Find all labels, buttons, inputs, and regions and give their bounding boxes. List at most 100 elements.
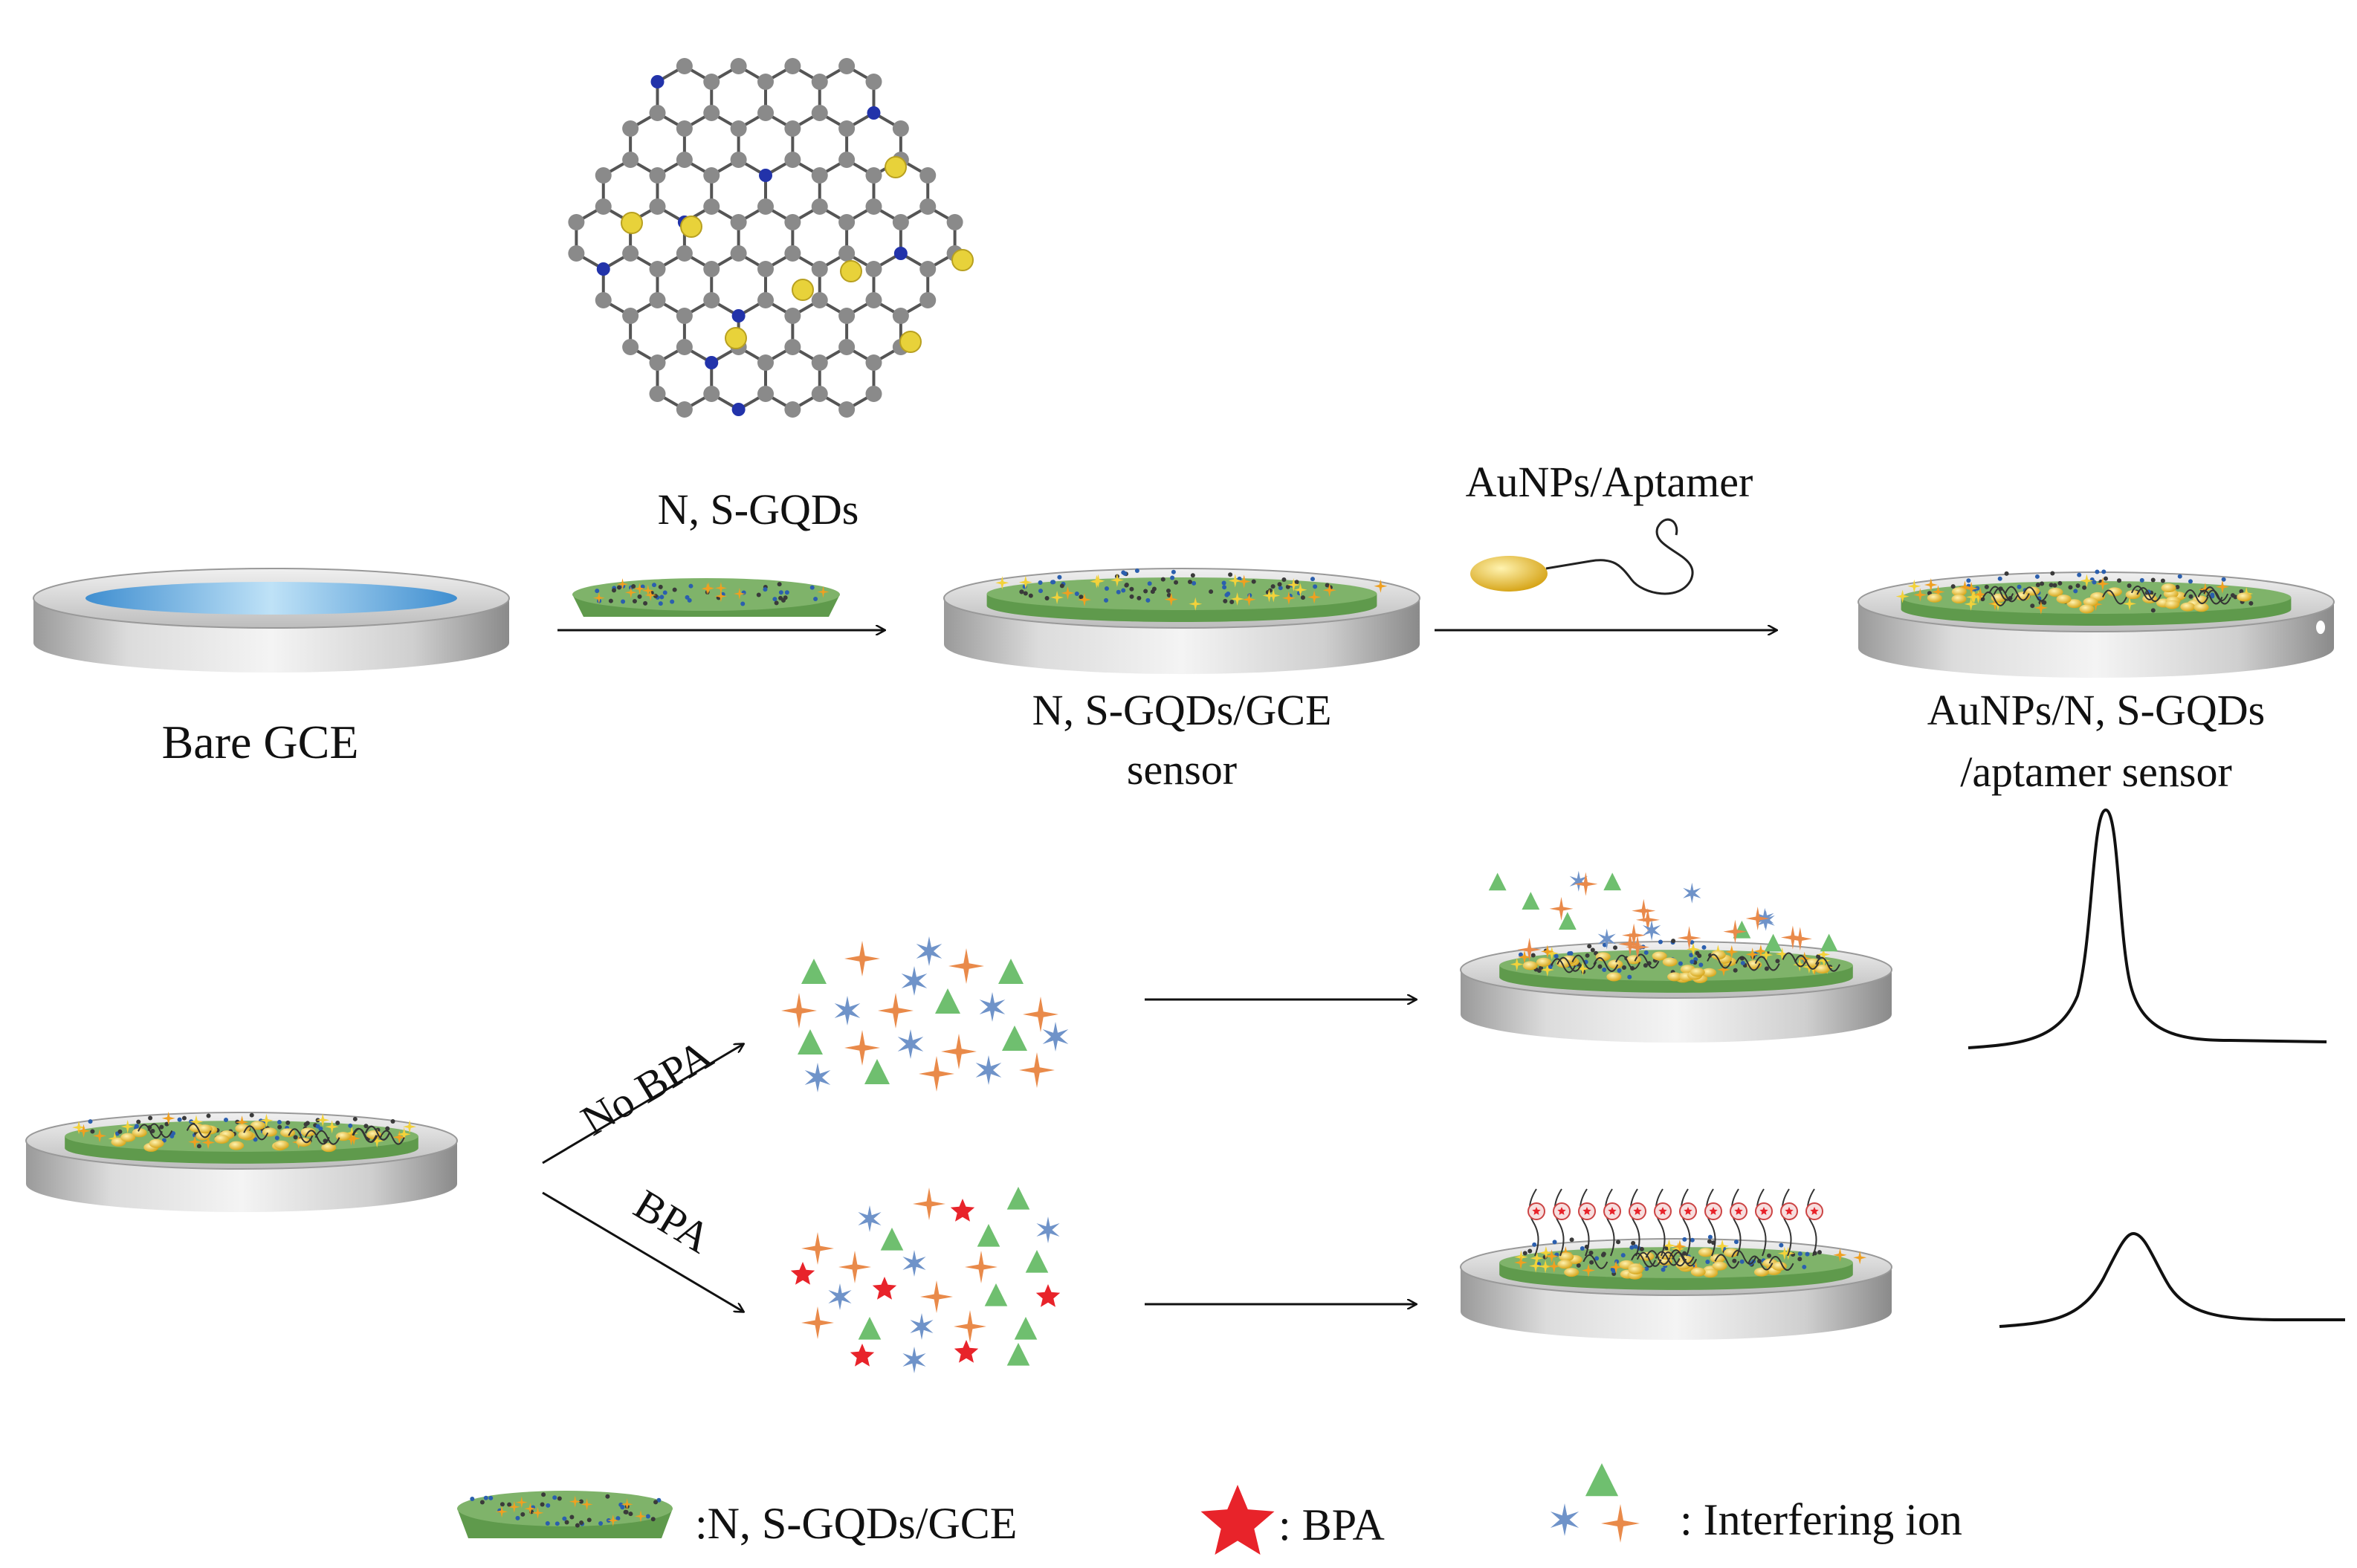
gold-nanoparticle: [1814, 964, 1830, 973]
lattice-atom: [1137, 595, 1142, 600]
carbon-atom: [811, 261, 828, 277]
no-bpa-label: No BPA: [573, 1030, 721, 1145]
surface-fleck: [259, 1113, 274, 1127]
surface-fleck: [1907, 579, 1921, 593]
lattice-atom: [352, 1116, 358, 1121]
lattice-atom: [1629, 1245, 1635, 1250]
lattice-atom: [586, 1517, 592, 1523]
lattice-atom: [813, 597, 818, 602]
lattice-atom: [1209, 589, 1214, 595]
orange-star-ion: [1019, 1052, 1055, 1088]
surface-fleck: [1514, 1250, 1528, 1264]
bpa-star: [1608, 1207, 1617, 1215]
carbon-atom: [649, 105, 666, 121]
carbon-atom: [757, 74, 774, 90]
carbon-atom: [757, 386, 774, 402]
aunps-aptamer-label: AuNPs/Aptamer: [1466, 458, 1753, 506]
lattice-atom: [1631, 1240, 1636, 1245]
surface-fleck: [1228, 574, 1242, 588]
lattice-atom: [2068, 585, 2073, 590]
surface-fleck: [1514, 1256, 1528, 1269]
aptamer-strand: [138, 1124, 163, 1139]
lattice-atom: [756, 592, 761, 597]
orange-star-ion: [801, 1306, 834, 1339]
aptamer-strand: [1707, 953, 1732, 969]
ns-gqds-label: N, S-GQDs: [658, 485, 859, 534]
surface-fleck: [1242, 592, 1256, 606]
surface-fleck: [1189, 597, 1203, 611]
lattice-atom: [2073, 589, 2078, 594]
gold-nanoparticle: [238, 1130, 253, 1140]
surface-fleck: [1110, 573, 1124, 587]
aptamer-strand: [364, 1125, 390, 1141]
gold-nanoparticle: [1536, 957, 1551, 967]
gold-nanoparticle: [2180, 602, 2196, 612]
bpa-star: [1200, 1485, 1275, 1555]
lattice-atom: [615, 1516, 621, 1521]
aptamer-strand: [2203, 586, 2229, 602]
lattice-atom: [2050, 571, 2055, 576]
surface-fleck: [2123, 597, 2137, 611]
arrow-bpa: [542, 1191, 743, 1312]
lattice-atom: [1548, 965, 1553, 970]
aptamer-strand: [352, 1127, 378, 1143]
gold-nanoparticle: [274, 1140, 289, 1150]
aptamer-strand: [288, 1128, 314, 1144]
lattice-atom: [1300, 595, 1305, 600]
lattice-atom: [1739, 1259, 1745, 1264]
surface-fleck: [1050, 591, 1064, 604]
lattice-atom: [2034, 574, 2040, 579]
lattice-atom: [541, 1492, 546, 1497]
surface-fleck: [1539, 1260, 1553, 1274]
blue-star-ion: [1643, 919, 1661, 941]
lattice-atom: [1530, 953, 1536, 958]
aptamer-strand: [1672, 1251, 1698, 1267]
lattice-atom: [1019, 589, 1024, 595]
aptamer-strand: [1528, 1188, 1539, 1257]
lattice-atom: [2075, 583, 2080, 589]
lattice-atom: [1270, 584, 1276, 589]
carbon-atom: [838, 58, 856, 74]
carbon-atom: [757, 261, 774, 277]
lattice-atom: [1038, 589, 1044, 594]
surface-fleck: [1510, 957, 1524, 971]
aptamer-strand: [1604, 1188, 1615, 1257]
carbon-atom: [865, 167, 882, 184]
aptamer-strand: [2197, 589, 2223, 605]
surface-fleck: [316, 1113, 330, 1127]
orange-star-ion: [1023, 997, 1058, 1032]
lattice-atom: [1588, 1250, 1594, 1255]
ns-gqds-molecule-structure: [568, 58, 974, 418]
aptamer-strand: [2004, 586, 2030, 601]
legend-interfering-label: : Interfering ion: [1680, 1495, 1962, 1544]
lattice-atom: [1116, 589, 1121, 595]
surface-fleck: [714, 590, 727, 603]
aptamer-strand: [1629, 1188, 1640, 1257]
lattice-atom: [557, 1496, 562, 1501]
lattice-atom: [318, 1126, 323, 1131]
lattice-atom: [1705, 1260, 1710, 1265]
gold-nanoparticle: [1564, 1268, 1580, 1277]
lattice-atom: [1613, 945, 1618, 950]
orange-star-ion: [1626, 935, 1650, 959]
carbon-atom: [703, 261, 720, 277]
carbon-atom: [676, 308, 693, 324]
lattice-atom: [637, 594, 642, 599]
lattice-atom: [206, 1113, 211, 1118]
lattice-atom: [687, 597, 692, 603]
green-triangle-ion: [1558, 912, 1577, 930]
lattice-atom: [285, 1120, 291, 1125]
lattice-atom: [1174, 580, 1179, 585]
carbon-atom: [622, 308, 639, 324]
carbon-atom: [919, 261, 937, 277]
surface-fleck: [633, 583, 646, 595]
blue-star-ion: [897, 1029, 924, 1059]
lattice-atom: [348, 1123, 353, 1128]
gold-nanoparticle: [1724, 1248, 1739, 1257]
surface-fleck: [1530, 1251, 1544, 1266]
lattice-atom: [1223, 598, 1228, 603]
gold-nanoparticle: [1628, 1265, 1643, 1274]
bpa-star: [1759, 1207, 1768, 1215]
bpa-star: [872, 1277, 897, 1300]
electrode-with-interferents: [1460, 870, 1892, 1043]
